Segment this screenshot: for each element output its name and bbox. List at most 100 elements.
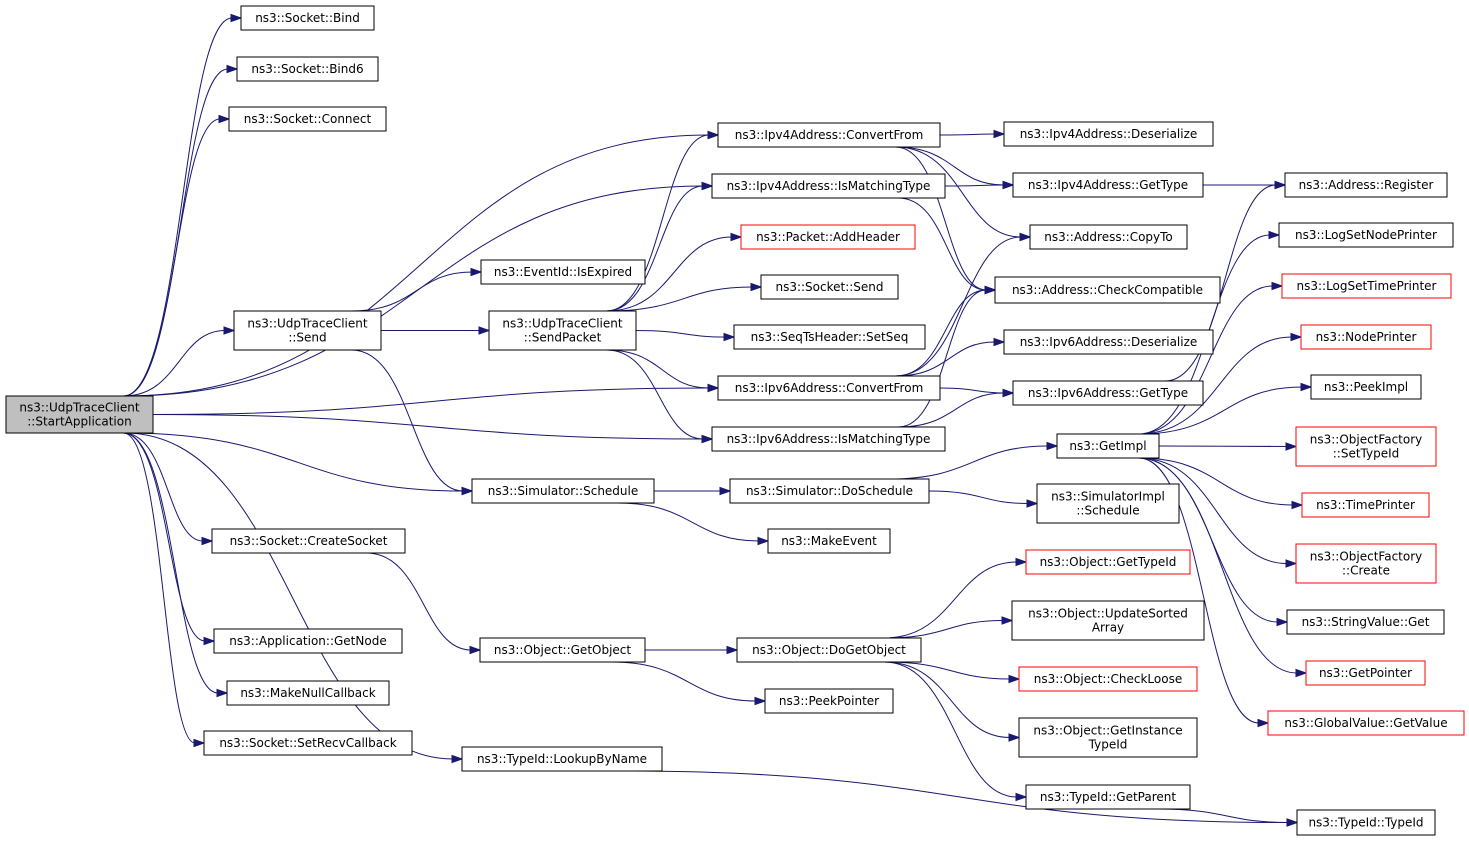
node-n17[interactable]: ns3::Packet::AddHeader [740,224,916,250]
edge-n0-n6 [152,383,720,415]
node-n12[interactable]: ns3::MakeNullCallback [226,680,390,706]
node-n49[interactable]: ns3::TypeId::TypeId [1296,809,1436,836]
call-nodes: ns3::UdpTraceClient::StartApplicationns3… [5,5,1465,836]
node-n40[interactable]: ns3::LogSetTimePrinter [1281,273,1452,299]
node-n2[interactable]: ns3::Socket::Bind6 [236,56,379,82]
node-label: ns3::SeqTsHeader::SetSeq [751,330,909,344]
edge-n6-n27 [895,232,1032,377]
edge-n23-n34 [884,616,1014,639]
node-n30[interactable]: ns3::Ipv6Address::GetType [1012,380,1204,406]
edge-n14-n49 [621,770,1299,827]
node-n1[interactable]: ns3::Socket::Bind [240,5,375,31]
edge-n8-n9 [351,349,474,496]
edge-n31-n42 [1138,382,1313,435]
node-n35[interactable]: ns3::Object::CheckLoose [1018,666,1198,692]
node-n18[interactable]: ns3::Socket::Send [760,274,899,300]
edge-n16-n17 [606,232,743,312]
node-n44[interactable]: ns3::TimePrinter [1301,492,1430,518]
node-label: ns3::TypeId::GetParent [1040,790,1176,804]
edge-n16-n4 [606,130,720,312]
edge-n6-n30 [939,387,1015,398]
node-n29[interactable]: ns3::Ipv6Address::Deserialize [1003,329,1214,355]
node-n28[interactable]: ns3::Address::CheckCompatible [994,276,1221,304]
node-n8[interactable]: ns3::UdpTraceClient::Send [233,310,382,351]
node-n31[interactable]: ns3::GetImpl [1056,433,1160,459]
node-label: ns3::Application::GetNode [229,634,386,648]
node-label: ns3::TypeId::LookupByName [477,752,647,766]
node-n7[interactable]: ns3::Ipv6Address::IsMatchingType [711,426,946,452]
edge-n16-n7 [606,349,714,444]
edge-n8-n16 [381,326,491,335]
edge-n31-n41 [1138,332,1303,435]
node-n48[interactable]: ns3::GlobalValue::GetValue [1267,710,1465,736]
node-label: ns3::Ipv4Address::GetType [1028,178,1188,192]
edge-n23-n36 [884,661,1021,742]
node-n9[interactable]: ns3::Simulator::Schedule [471,478,655,504]
node-label: ::Schedule [1076,504,1139,518]
edge-n31-n47 [1138,457,1308,678]
node-label: ns3::Ipv4Address::IsMatchingType [727,179,931,193]
node-n5[interactable]: ns3::Ipv4Address::IsMatchingType [711,173,946,199]
node-n25[interactable]: ns3::Ipv4Address::Deserialize [1003,121,1214,147]
node-n41[interactable]: ns3::NodePrinter [1300,324,1432,350]
node-label: ns3::Socket::SetRecvCallback [219,736,396,750]
node-n47[interactable]: ns3::GetPointer [1305,660,1426,686]
node-n33[interactable]: ns3::Object::GetTypeId [1025,549,1191,575]
node-label: ns3::UdpTraceClient [502,317,622,331]
node-n11[interactable]: ns3::Application::GetNode [213,628,403,654]
edge-n0-n7 [152,414,714,444]
node-n20[interactable]: ns3::Simulator::DoSchedule [729,478,930,504]
node-label: ::Send [288,331,326,345]
node-n4[interactable]: ns3::Ipv4Address::ConvertFrom [717,122,941,148]
edge-n37-n49 [1157,808,1299,827]
node-n43[interactable]: ns3::ObjectFactory::SetTypeId [1295,426,1437,467]
node-label: ns3::GetPointer [1319,666,1412,680]
node-label: ns3::PeekPointer [779,694,879,708]
node-n23[interactable]: ns3::Object::DoGetObject [736,637,922,663]
call-edges [123,13,1313,827]
node-n45[interactable]: ns3::ObjectFactory::Create [1295,543,1437,584]
node-n14[interactable]: ns3::TypeId::LookupByName [461,746,663,772]
node-n39[interactable]: ns3::LogSetNodePrinter [1278,222,1454,248]
node-n21[interactable]: ns3::MakeEvent [767,528,891,554]
node-label: ns3::Object::GetInstance [1033,724,1182,738]
node-n27[interactable]: ns3::Address::CopyTo [1029,224,1188,250]
edge-n9-n20 [653,486,732,496]
node-n38[interactable]: ns3::Address::Register [1284,172,1448,198]
node-n26[interactable]: ns3::Ipv4Address::GetType [1012,172,1204,198]
node-n3[interactable]: ns3::Socket::Connect [228,106,387,132]
node-label: ns3::Ipv6Address::IsMatchingType [727,432,931,446]
node-n15[interactable]: ns3::EventId::IsExpired [480,259,646,285]
node-label: ns3::Socket::CreateSocket [230,534,388,548]
edge-n4-n28 [895,146,997,295]
node-n24[interactable]: ns3::PeekPointer [764,688,894,714]
edge-n10-n22 [366,552,482,655]
node-n10[interactable]: ns3::Socket::CreateSocket [211,528,406,554]
node-label: ns3::Ipv6Address::ConvertFrom [735,381,924,395]
node-label: ns3::Socket::Connect [244,112,372,126]
node-label: ns3::TypeId::TypeId [1308,816,1423,830]
node-n19[interactable]: ns3::SeqTsHeader::SetSeq [733,324,926,350]
node-n46[interactable]: ns3::StringValue::Get [1286,609,1445,635]
node-n0[interactable]: ns3::UdpTraceClient::StartApplication [5,395,154,434]
node-n16[interactable]: ns3::UdpTraceClient::SendPacket [488,310,637,351]
node-n13[interactable]: ns3::Socket::SetRecvCallback [203,730,413,756]
edge-n6-n29 [895,337,1006,377]
node-label: ns3::Object::GetObject [494,643,632,657]
node-label: ::SendPacket [524,331,602,345]
node-n37[interactable]: ns3::TypeId::GetParent [1025,784,1191,810]
node-n42[interactable]: ns3::PeekImpl [1310,374,1422,400]
edge-n7-n30 [898,388,1015,428]
edge-n22-n24 [611,661,767,706]
node-label: ::StartApplication [27,415,131,429]
node-n32[interactable]: ns3::SimulatorImpl::Schedule [1036,483,1180,524]
node-n22[interactable]: ns3::Object::GetObject [479,637,646,663]
node-n6[interactable]: ns3::Ipv6Address::ConvertFrom [717,375,941,401]
edge-n0-n3 [123,114,231,397]
edge-n31-n46 [1138,457,1289,627]
node-label: ns3::Address::Register [1299,178,1434,192]
node-label: ns3::Ipv6Address::GetType [1028,386,1188,400]
node-label: ns3::UdpTraceClient [247,317,367,331]
